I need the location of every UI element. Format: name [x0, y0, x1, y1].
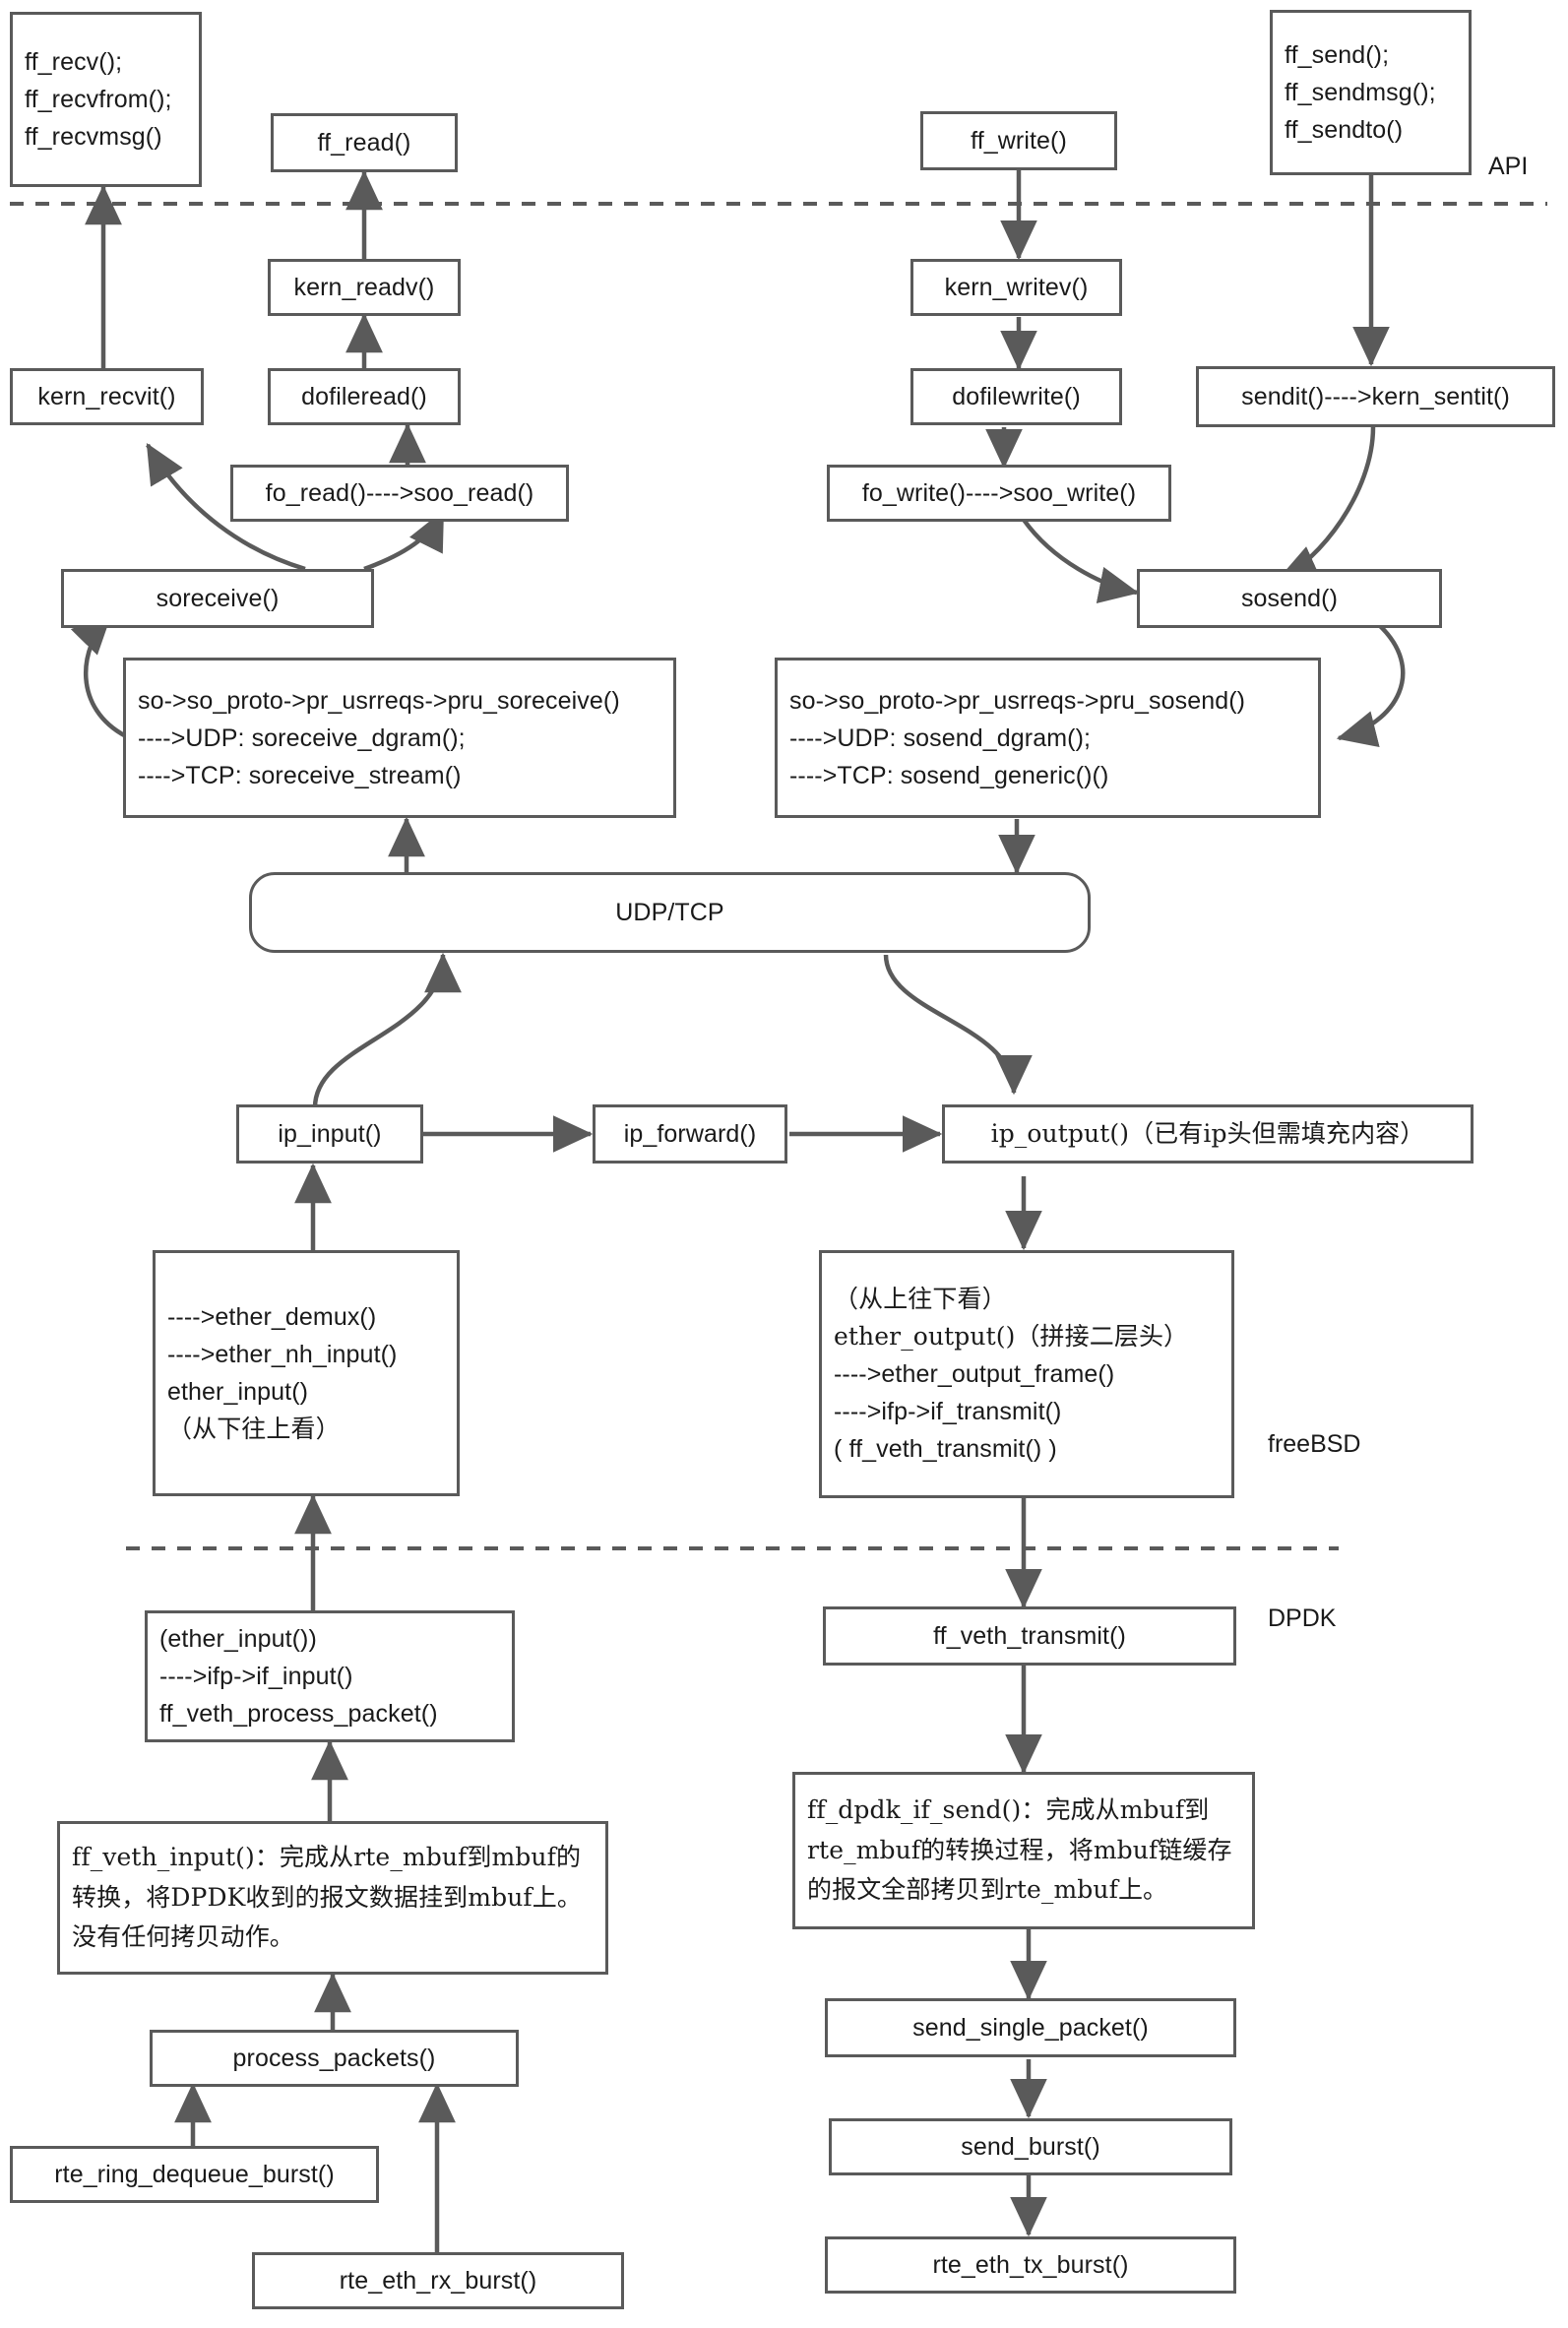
node-ff-veth-transmit[interactable]: ff_veth_transmit()	[823, 1606, 1236, 1666]
edge-sendit-to-sosend	[1277, 426, 1376, 582]
node-line: ether_output()（拼接二层头）	[834, 1322, 1189, 1351]
edge-ip_input-to-udptcp	[312, 952, 462, 1108]
node-line: ip_input()	[278, 1120, 382, 1148]
node-line: rte_eth_rx_burst()	[339, 2267, 537, 2295]
node-pru-sosend[interactable]: so->so_proto->pr_usrreqs->pru_sosend() -…	[775, 658, 1321, 818]
node-line: ---->TCP: sosend_generic()()	[789, 761, 1109, 789]
api-label: API	[1488, 153, 1529, 180]
node-ff-dpdk-if-send[interactable]: ff_dpdk_if_send()：完成从mbuf到rte_mbuf的转换过程，…	[792, 1772, 1255, 1929]
edge-fo_write-to-sosend	[1022, 518, 1140, 604]
node-line: fo_write()---->soo_write()	[861, 479, 1137, 507]
node-kern-writev[interactable]: kern_writev()	[910, 259, 1122, 316]
node-line: so->so_proto->pr_usrreqs->pru_soreceive(…	[138, 686, 620, 715]
node-kern-recvit[interactable]: kern_recvit()	[10, 368, 204, 425]
node-line: ff_veth_transmit()	[933, 1622, 1126, 1650]
node-line: ff_veth_process_packet()	[159, 1700, 438, 1728]
node-ff-veth-input[interactable]: ff_veth_input()：完成从rte_mbuf到mbuf的转换，将DPD…	[57, 1821, 608, 1975]
node-ip-forward[interactable]: ip_forward()	[593, 1104, 787, 1164]
node-ether-input-chain[interactable]: ---->ether_demux() ---->ether_nh_input()…	[153, 1250, 460, 1496]
node-line: sosend()	[1240, 585, 1339, 612]
node-line: fo_read()---->soo_read()	[265, 479, 534, 507]
node-line: ff_recvmsg()	[25, 123, 162, 151]
node-line: （从下往上看）	[167, 1415, 341, 1443]
edge-sosend-to-pru_sosend	[1336, 622, 1406, 748]
node-line: dofileread()	[301, 383, 427, 410]
node-line: ---->TCP: soreceive_stream()	[138, 761, 462, 789]
node-line: ---->ether_output_frame()	[834, 1360, 1115, 1388]
node-ether-output-chain[interactable]: （从上往下看） ether_output()（拼接二层头） ---->ether…	[819, 1250, 1234, 1498]
node-ip-output[interactable]: ip_output()（已有ip头但需填充内容）	[942, 1104, 1474, 1164]
node-fo-read[interactable]: fo_read()---->soo_read()	[230, 465, 569, 522]
node-line: ip_output()（已有ip头但需填充内容）	[990, 1119, 1425, 1148]
node-line: ---->ifp->if_transmit()	[834, 1398, 1062, 1425]
node-dofileread[interactable]: dofileread()	[268, 368, 461, 425]
node-send-burst[interactable]: send_burst()	[829, 2118, 1232, 2175]
node-line: sendit()---->kern_sentit()	[1241, 383, 1510, 410]
node-rte-ring-dequeue-burst[interactable]: rte_ring_dequeue_burst()	[10, 2146, 379, 2203]
node-line: ---->ether_nh_input()	[167, 1341, 398, 1368]
node-send-single-packet[interactable]: send_single_packet()	[825, 1998, 1236, 2057]
node-line: ---->ether_demux()	[167, 1303, 377, 1331]
node-line: process_packets()	[232, 2045, 436, 2072]
node-line: ip_forward()	[623, 1120, 757, 1148]
node-ff-send[interactable]: ff_send(); ff_sendmsg(); ff_sendto()	[1270, 10, 1472, 175]
node-line: ff_send();	[1285, 41, 1390, 69]
node-line: kern_writev()	[944, 274, 1089, 301]
node-line: （从上往下看）	[834, 1285, 1007, 1313]
node-ff-recv[interactable]: ff_recv(); ff_recvfrom(); ff_recvmsg()	[10, 12, 202, 187]
node-kern-readv[interactable]: kern_readv()	[268, 259, 461, 316]
node-line: ( ff_veth_transmit() )	[834, 1435, 1057, 1463]
freebsd-label: freeBSD	[1268, 1430, 1361, 1458]
node-line: ---->UDP: sosend_dgram();	[789, 724, 1092, 752]
node-dofilewrite[interactable]: dofilewrite()	[910, 368, 1122, 425]
node-line: rte_eth_tx_burst()	[932, 2251, 1129, 2279]
node-sendit[interactable]: sendit()---->kern_sentit()	[1196, 366, 1555, 427]
node-ether-input-dpdk[interactable]: (ether_input()) ---->ifp->if_input() ff_…	[145, 1610, 515, 1742]
node-line: send_burst()	[961, 2133, 1100, 2161]
node-line: soreceive()	[156, 585, 280, 612]
node-fo-write[interactable]: fo_write()---->soo_write()	[827, 465, 1171, 522]
node-line: ff_recv();	[25, 48, 123, 76]
node-line: kern_recvit()	[37, 383, 176, 410]
node-line: rte_ring_dequeue_burst()	[54, 2161, 335, 2188]
node-line: dofilewrite()	[952, 383, 1081, 410]
node-line: ether_input()	[167, 1378, 309, 1406]
node-line: (ether_input())	[159, 1625, 317, 1653]
node-line: send_single_packet()	[912, 2014, 1149, 2042]
edge-udptcp-to-ip_output	[883, 954, 1033, 1096]
node-line: UDP/TCP	[615, 899, 724, 926]
node-rte-eth-rx-burst[interactable]: rte_eth_rx_burst()	[252, 2252, 624, 2309]
node-line: ff_recvfrom();	[25, 86, 172, 113]
node-line: ff_write()	[971, 127, 1067, 155]
node-line: ff_sendto()	[1285, 116, 1404, 144]
node-ff-write[interactable]: ff_write()	[920, 111, 1117, 170]
node-soreceive[interactable]: soreceive()	[61, 569, 374, 628]
dpdk-label: DPDK	[1268, 1604, 1337, 1632]
node-line: kern_readv()	[293, 274, 435, 301]
node-udp-tcp[interactable]: UDP/TCP	[249, 872, 1091, 953]
node-rte-eth-tx-burst[interactable]: rte_eth_tx_burst()	[825, 2236, 1236, 2294]
node-line: ff_veth_input()：完成从rte_mbuf到mbuf的转换，将DPD…	[72, 1843, 582, 1952]
node-process-packets[interactable]: process_packets()	[150, 2030, 519, 2087]
node-line: ff_dpdk_if_send()：完成从mbuf到rte_mbuf的转换过程，…	[807, 1795, 1232, 1905]
node-line: ff_sendmsg();	[1285, 79, 1436, 106]
node-ff-read[interactable]: ff_read()	[271, 113, 458, 172]
node-ip-input[interactable]: ip_input()	[236, 1104, 423, 1164]
node-sosend[interactable]: sosend()	[1137, 569, 1442, 628]
node-pru-soreceive[interactable]: so->so_proto->pr_usrreqs->pru_soreceive(…	[123, 658, 676, 818]
edge-pru_soreceive-to-soreceive	[70, 613, 128, 738]
node-line: ff_read()	[317, 129, 411, 157]
node-line: so->so_proto->pr_usrreqs->pru_sosend()	[789, 686, 1246, 715]
node-line: ---->UDP: soreceive_dgram();	[138, 724, 466, 752]
node-line: ---->ifp->if_input()	[159, 1663, 353, 1690]
